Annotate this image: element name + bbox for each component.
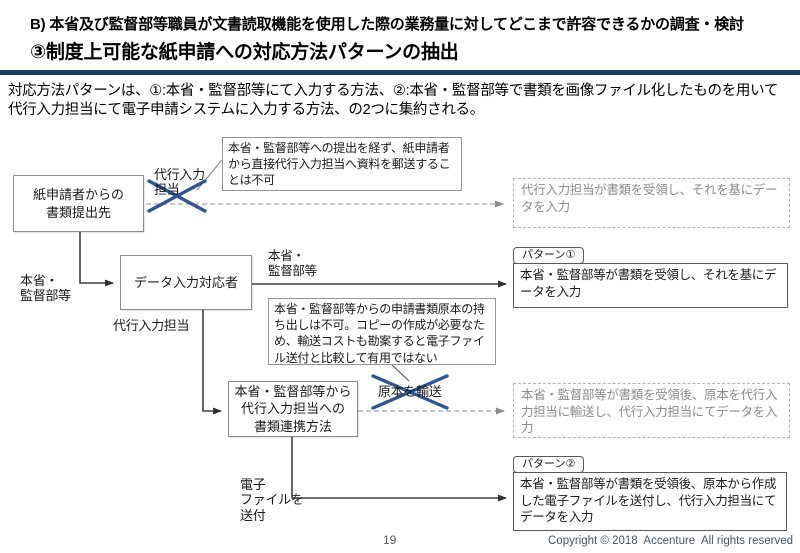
pattern2-body: 本省・監督部等が書類を受領後、原本から作成した電子ファイルを送付し、代行入力担当…	[513, 472, 787, 531]
arrow-linkage-to-pattern2	[291, 437, 507, 502]
pattern1-body: 本省・監督部等が書類を受領し、それを基にデータを入力	[513, 263, 788, 308]
pattern2-tab: パターン②	[513, 456, 585, 473]
header-rule	[0, 70, 800, 75]
box-data-input-handler: データ入力対応者	[120, 255, 252, 310]
callout-no-original-transport: 本省・監督部等からの申請書類原本の持ち出しは不可。コピーの作成が必要なため、輸送…	[268, 298, 496, 365]
slide-subtitle: B) 本省及び監督部等職員が文書読取機能を使用した際の業務量に対してどこまで許容…	[30, 16, 744, 33]
label-original-transport: 原本を輸送	[378, 384, 442, 399]
arrow-submit-to-datainput	[79, 232, 114, 287]
header: B) 本省及び監督部等職員が文書読取機能を使用した際の業務量に対してどこまで許容…	[0, 0, 800, 64]
label-electronic-file: 電子 ファイルを 送付	[240, 477, 304, 523]
box-document-linkage-method: 本省・監督部等から 代行入力担当への 書類連携方法	[228, 381, 358, 437]
strikethrough-x-icon	[371, 374, 449, 410]
rejected-result-box-2: 本省・監督部等が書類を受領後、原本を代行入力担当に輸送し、代行入力担当にてデータ…	[513, 383, 790, 438]
intro-text: 対応方法パターンは、①:本省・監督部等にて入力する方法、②:本省・監督部等で書類…	[8, 83, 779, 118]
label-ministry-mid: 本省・ 監督部等	[268, 249, 317, 278]
callout-pointer-top	[196, 159, 223, 191]
arrow-datainput-to-linkage	[202, 310, 222, 415]
label-ministry-left: 本省・ 監督部等	[20, 273, 71, 304]
rejected-result-box-1: 代行入力担当が書類を受領し、それを基にデータを入力	[513, 178, 790, 228]
pattern1-tab: パターン①	[513, 247, 585, 264]
strikethrough-x-icon	[147, 179, 207, 213]
copyright: Copyright © 2018 Accenture All rights re…	[548, 535, 793, 547]
slide-title: ③制度上可能な紙申請への対応方法パターンの抽出	[30, 42, 459, 63]
page-number: 19	[383, 533, 397, 547]
label-proxy-input-top: 代行入力 担当	[154, 167, 205, 198]
box-paper-submit-destination: 紙申請者からの 書類提出先	[13, 175, 144, 232]
callout-no-direct-mail: 本省・監督部等への提出を経ず、紙申請者から直接代行入力担当へ資料を郵送することは…	[222, 137, 462, 191]
label-proxy-input-mid: 代行入力担当	[113, 318, 190, 333]
callout-pointer-mid	[390, 363, 410, 382]
